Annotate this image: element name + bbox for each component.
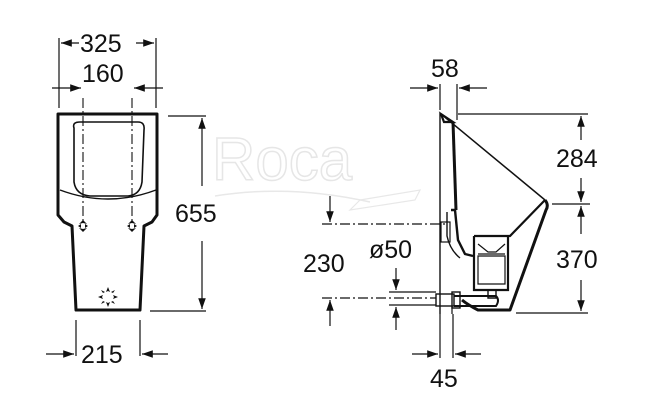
- outlet-crosshair-icon: [98, 287, 118, 307]
- dimension-inlet-outlet-height: [322, 196, 446, 326]
- label-lower-height: 370: [556, 246, 598, 274]
- fixing-point-icon: [78, 220, 137, 232]
- label-fixing-spacing: 160: [82, 60, 124, 88]
- front-view: [56, 98, 159, 312]
- dimension-outlet-diameter: [389, 268, 436, 330]
- label-top-depth: 58: [431, 55, 459, 83]
- label-overall-height: 655: [175, 200, 217, 228]
- label-outlet-depth: 45: [430, 365, 458, 393]
- label-upper-height: 284: [556, 145, 598, 173]
- dimension-outlet-depth: [412, 314, 481, 358]
- dimension-overall-width: [58, 38, 157, 108]
- label-overall-width: 325: [80, 30, 122, 58]
- dimension-top-depth: [410, 84, 487, 120]
- svg-text:Roca: Roca: [212, 126, 353, 193]
- watermark-logo: Roca: [211, 125, 422, 211]
- dimension-overall-height: [150, 115, 206, 312]
- label-base-width: 215: [81, 341, 123, 369]
- side-view: [435, 111, 549, 314]
- dimension-base-width: [46, 320, 168, 358]
- dimension-lower-height: [516, 206, 588, 314]
- label-inlet-outlet-height: 230: [303, 250, 345, 278]
- label-outlet-diameter: ø50: [369, 236, 412, 264]
- dimension-upper-height: [458, 113, 590, 205]
